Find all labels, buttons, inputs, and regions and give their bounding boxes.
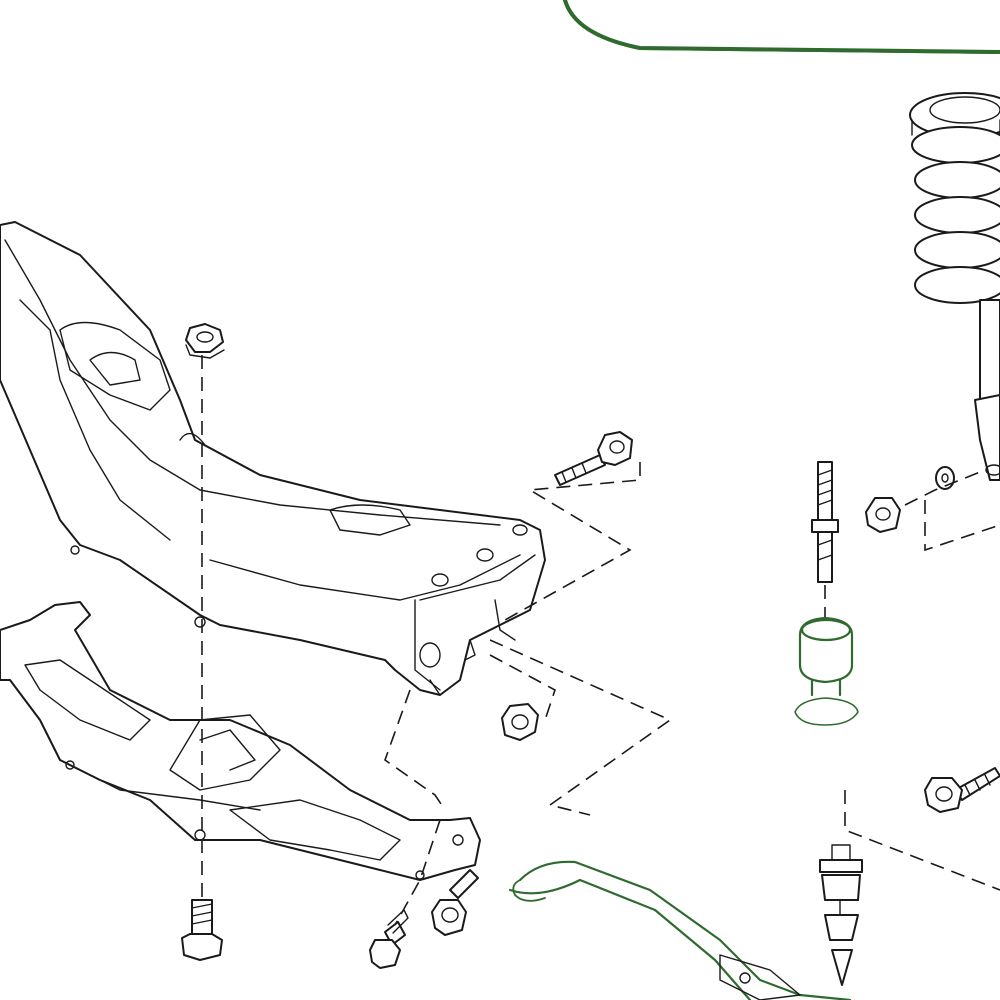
stabilizer-bar [508, 860, 852, 1000]
flange-nut-strut [865, 497, 901, 533]
flange-nut-middle [501, 703, 539, 741]
flange-bolt-upper-right [554, 431, 633, 486]
header-banner-edge [563, 0, 1000, 54]
bushing [794, 616, 859, 726]
alignment-line-strut [904, 469, 1000, 552]
alignment-line-middle [384, 639, 672, 816]
stud-bolt [811, 461, 839, 583]
flange-bolt-right [924, 767, 1000, 813]
alignment-line-right [844, 790, 1000, 891]
flange-bolt-lower-left [369, 909, 409, 969]
flange-bolt-bottom-center [181, 899, 223, 961]
alignment-line-lower-left [394, 819, 441, 926]
lower-support-plate [0, 601, 481, 881]
flange-nut-top [185, 323, 225, 359]
flange-bolt-lower-right [431, 869, 479, 936]
coil-spring-strut [909, 92, 1000, 481]
stabilizer-link [819, 844, 863, 986]
alignment-line-upper-right [504, 462, 641, 621]
rear-subframe [0, 221, 546, 696]
